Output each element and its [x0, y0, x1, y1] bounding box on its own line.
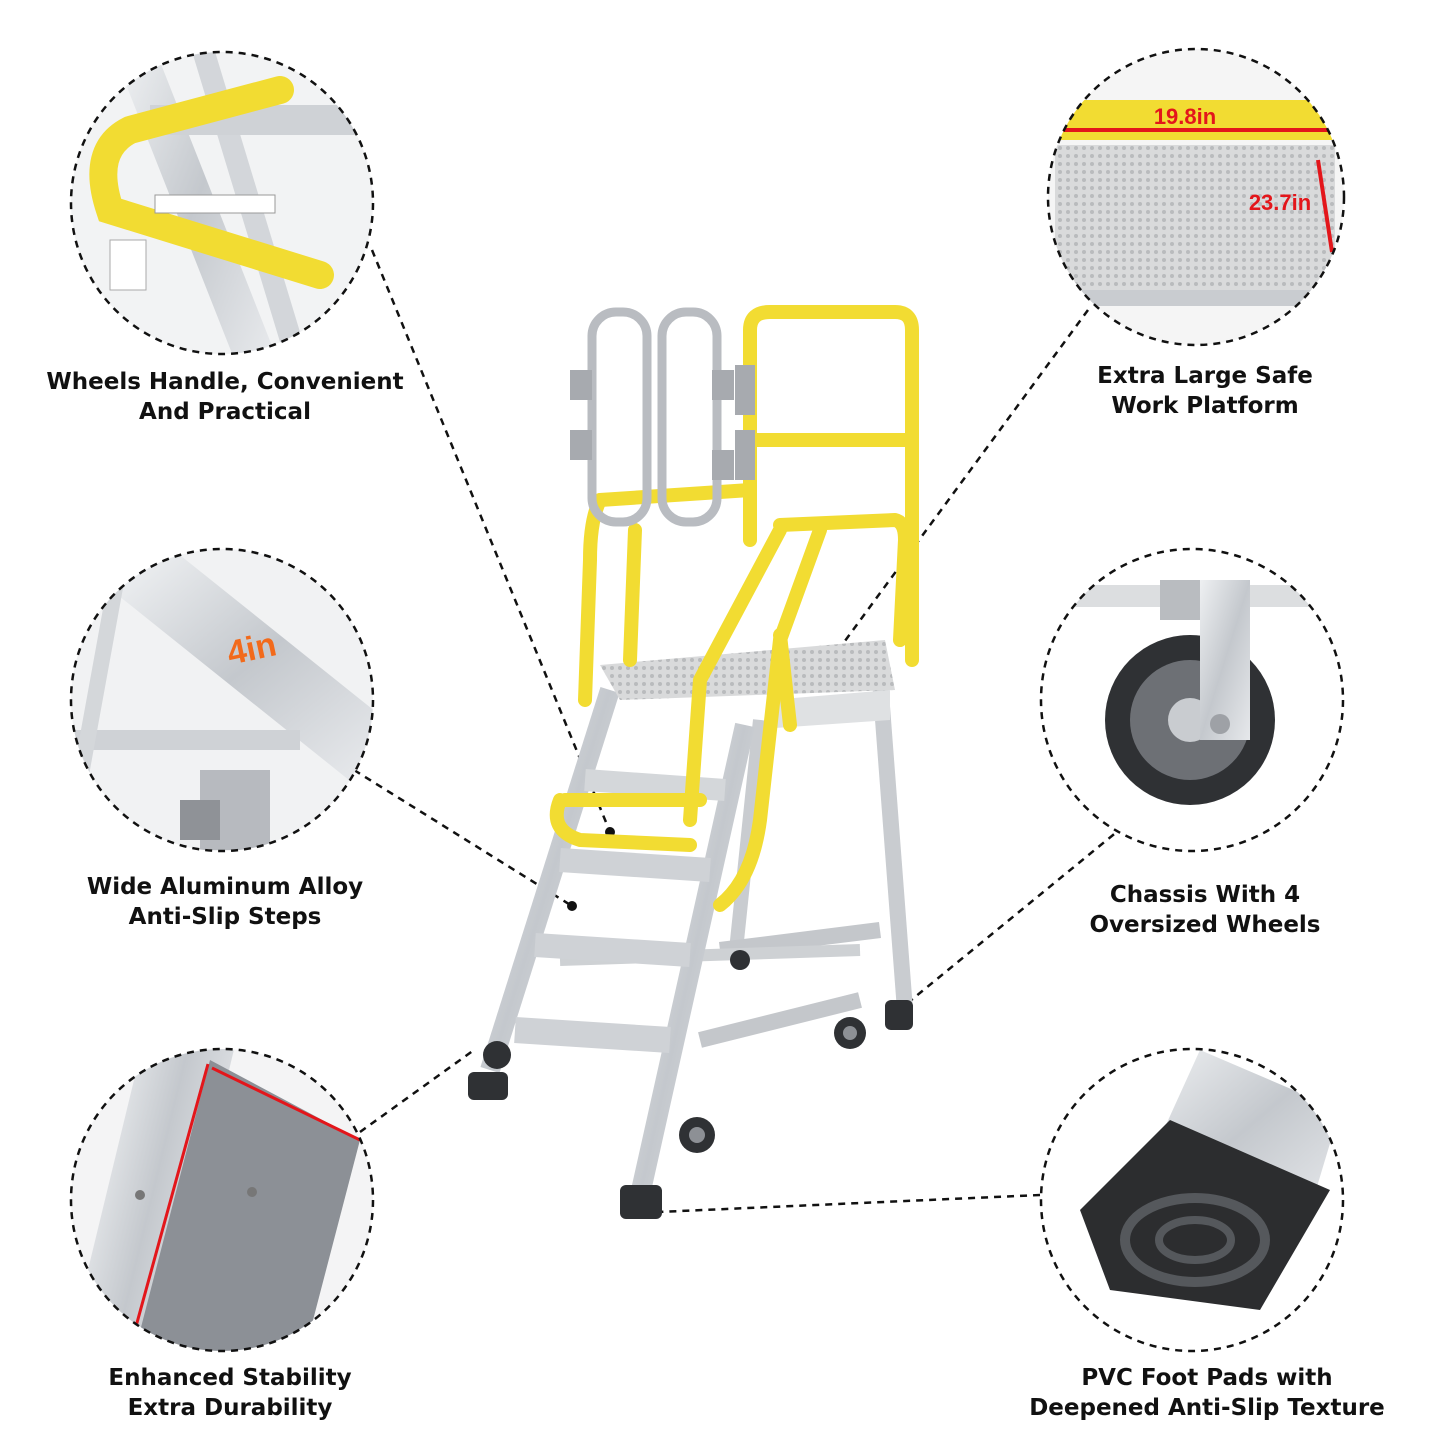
ladder-illustration — [468, 305, 919, 1219]
caption-foot-pads: PVC Foot Pads with Deepened Anti-Slip Te… — [1007, 1363, 1407, 1423]
caption-chassis-line2: Oversized Wheels — [1089, 912, 1321, 938]
caption-chassis: Chassis With 4 Oversized Wheels — [1005, 880, 1405, 940]
caption-steps-line2: Anti-Slip Steps — [128, 904, 322, 930]
detail-wheel-circle — [1039, 547, 1345, 853]
detail-steps-circle: 4in — [69, 547, 375, 853]
caption-wheels-handle-line2: And Practical — [139, 399, 311, 425]
detail-handle-circle — [69, 50, 375, 356]
platform-depth-label: 23.7in — [1249, 190, 1311, 215]
caption-foot-pads-line1: PVC Foot Pads with — [1081, 1365, 1333, 1391]
detail-footpad-circle — [1039, 1047, 1345, 1353]
caption-stability: Enhanced Stability Extra Durability — [30, 1363, 430, 1423]
caption-work-platform-line2: Work Platform — [1111, 393, 1299, 419]
caption-foot-pads-line2: Deepened Anti-Slip Texture — [1029, 1395, 1385, 1421]
caption-chassis-line1: Chassis With 4 — [1109, 882, 1301, 908]
caption-work-platform-line1: Extra Large Safe — [1097, 363, 1313, 389]
detail-platform-circle: 19.8in 23.7in — [1046, 47, 1346, 347]
caption-wheels-handle: Wheels Handle, Convenient And Practical — [25, 367, 425, 427]
caption-steps: Wide Aluminum Alloy Anti-Slip Steps — [25, 872, 425, 932]
caption-stability-line2: Extra Durability — [127, 1395, 333, 1421]
platform-width-label: 19.8in — [1154, 104, 1216, 129]
caption-steps-line1: Wide Aluminum Alloy — [86, 874, 364, 900]
detail-stability-circle — [69, 1047, 375, 1353]
caption-wheels-handle-line1: Wheels Handle, Convenient — [46, 369, 404, 395]
caption-stability-line1: Enhanced Stability — [108, 1365, 352, 1391]
caption-work-platform: Extra Large Safe Work Platform — [1005, 361, 1405, 421]
connector-lines — [353, 249, 1125, 1215]
